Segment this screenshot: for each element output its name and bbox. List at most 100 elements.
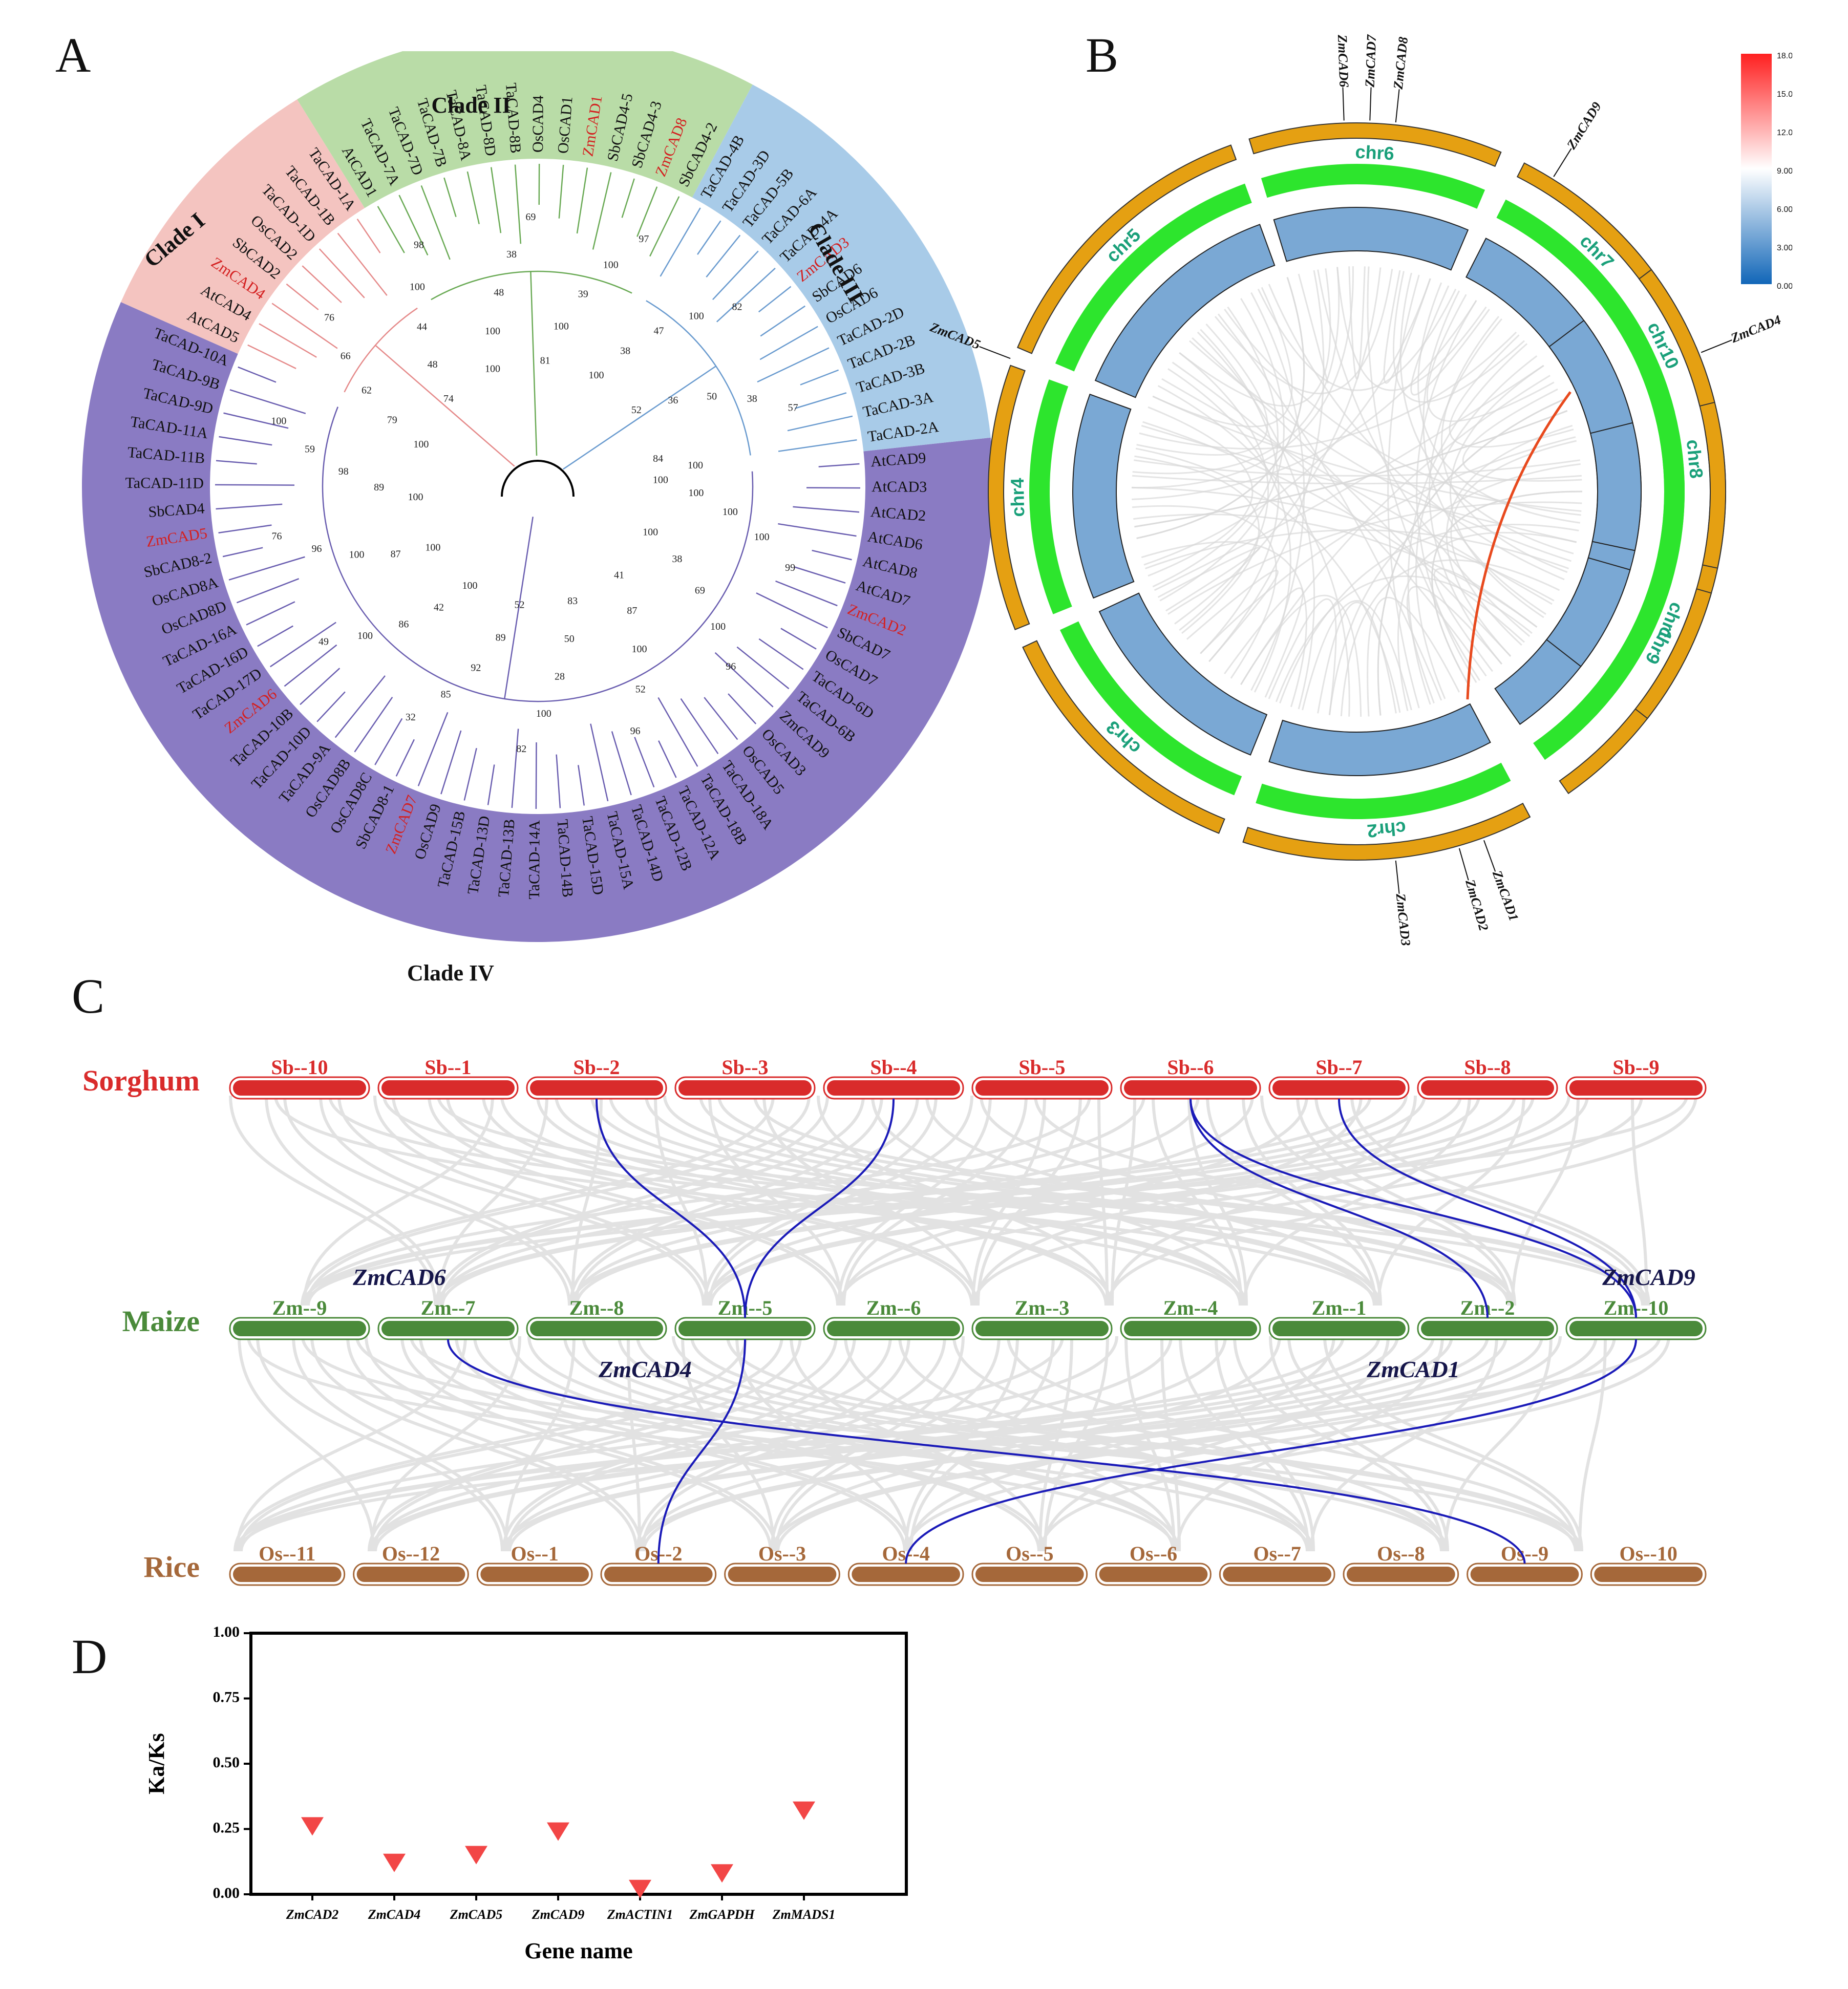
synteny-ribbon: [681, 1336, 775, 1552]
synteny-ribbon: [292, 1336, 509, 1552]
synteny-ribbon: [726, 1336, 1582, 1552]
chromosome-name: Os--10: [1620, 1542, 1677, 1565]
link-line: [1133, 514, 1538, 628]
synteny-ribbon: [283, 1095, 571, 1306]
clade-arc: [431, 270, 632, 301]
gene-label: ZmCAD7: [1363, 34, 1379, 88]
bootstrap-value: 52: [515, 599, 525, 610]
y-axis-label: Ka/Ks: [144, 1733, 169, 1794]
tree-branch: [592, 172, 612, 250]
bootstrap-value: 74: [443, 393, 454, 404]
data-point: [465, 1846, 487, 1865]
chromosome-bar: [1421, 1321, 1554, 1336]
chromosome-bar: [1272, 1321, 1406, 1336]
tree-branch: [271, 303, 338, 349]
tree-branch: [374, 718, 403, 765]
tree-branch: [759, 326, 818, 360]
chromosome-bar: [233, 1080, 366, 1096]
synteny-ribbon: [1631, 1095, 1648, 1306]
synteny-ribbon: [1269, 1336, 1449, 1552]
heat-legend-tick: 6.00: [1777, 205, 1792, 214]
synteny-ribbon: [371, 1336, 1118, 1552]
tree-leaf-label: AtCAD3: [872, 478, 927, 496]
link-line: [1142, 421, 1525, 643]
synteny-ribbon: [304, 1095, 1091, 1306]
plot-frame: [249, 1632, 908, 1896]
chromosome-bar: [1099, 1567, 1208, 1582]
bootstrap-value: 89: [374, 482, 384, 493]
link-line: [1214, 269, 1393, 395]
gene-pointer: [1553, 148, 1572, 177]
synteny-ribbon: [708, 1095, 842, 1306]
clade-band: [297, 51, 753, 208]
synteny-ribbon: [1377, 1095, 1525, 1306]
gene-pointer: [1395, 89, 1400, 123]
bootstrap-value: 99: [785, 562, 795, 573]
synteny-ribbon: [840, 1095, 1308, 1306]
chromosome-name: Sb--2: [573, 1056, 620, 1079]
link-line: [1217, 313, 1442, 701]
clade-label: Clade IV: [407, 960, 494, 986]
tree-branch: [716, 267, 776, 323]
synteny-ribbon: [1206, 1095, 1377, 1306]
panel-label-b: B: [1086, 28, 1119, 82]
synteny-ribbon: [400, 1336, 777, 1552]
link-line: [1135, 447, 1401, 713]
chromosome-name: Sb--6: [1167, 1056, 1214, 1079]
link-line: [1172, 361, 1487, 677]
link-line: [1174, 267, 1382, 625]
link-line: [1240, 594, 1362, 717]
chromosome-name: Sb--1: [424, 1056, 471, 1079]
synteny-ribbon: [1187, 1095, 1248, 1306]
synteny-ribbon: [645, 1095, 1381, 1306]
chromosome-chr8: [1681, 347, 1726, 569]
bootstrap-value: 100: [554, 320, 569, 332]
link-line: [1417, 282, 1580, 524]
tree-branch: [578, 765, 585, 806]
gene-pair-link: [447, 1339, 1526, 1564]
synteny-ribbon: [641, 1336, 946, 1552]
synteny-ribbon: [1215, 1336, 1315, 1552]
clade-stem: [504, 517, 534, 699]
y-tick-label: 0.00: [213, 1885, 240, 1901]
link-line: [1317, 602, 1397, 714]
bootstrap-value: 47: [654, 326, 664, 337]
gene-pointer: [1701, 339, 1732, 353]
synteny-ribbon: [305, 1095, 1688, 1306]
chromosome-name: Sb--10: [271, 1056, 328, 1079]
link-line: [1429, 318, 1502, 665]
chromosome-label: chr4: [1007, 478, 1028, 517]
synteny-gene-label: ZmCAD6: [352, 1264, 445, 1290]
tree-leaf-label: AtCAD9: [870, 450, 926, 470]
synteny-ribbon: [909, 1336, 1055, 1552]
link-line: [1136, 324, 1268, 456]
y-tick-label: 1.00: [213, 1623, 240, 1640]
x-tick-label: ZmMADS1: [772, 1907, 836, 1922]
synteny-ribbon: [1111, 1095, 1136, 1306]
link-line: [1200, 329, 1280, 654]
synteny-ribbon: [438, 1095, 1145, 1306]
bootstrap-value: 100: [485, 363, 500, 375]
data-point: [711, 1864, 733, 1883]
tree-branch: [818, 463, 860, 467]
tree-branch: [558, 164, 564, 219]
chromosome-bar: [356, 1567, 465, 1582]
species-label: Rice: [144, 1550, 200, 1584]
tree-branch: [216, 460, 257, 465]
tree-branch: [793, 506, 860, 513]
tree-branch: [657, 697, 698, 767]
circos-plot: chr1chr2chr3chr4chr5chr6chr7chr8chr9chr1…: [927, 34, 1792, 947]
chromosome-name: Os--3: [758, 1542, 806, 1565]
chromosome-bar: [604, 1567, 713, 1582]
synteny-ribbon: [1243, 1095, 1471, 1306]
bootstrap-value: 100: [349, 549, 364, 560]
gene-label: ZmCAD1: [1490, 868, 1522, 923]
synteny-ribbon: [773, 1336, 1281, 1552]
link-line: [1152, 306, 1279, 588]
chromosome-bar: [827, 1080, 960, 1096]
chromosome-bar: [975, 1321, 1109, 1336]
tree-branch: [440, 730, 462, 795]
bootstrap-value: 100: [271, 416, 286, 427]
synteny-ribbon: [370, 1336, 521, 1552]
